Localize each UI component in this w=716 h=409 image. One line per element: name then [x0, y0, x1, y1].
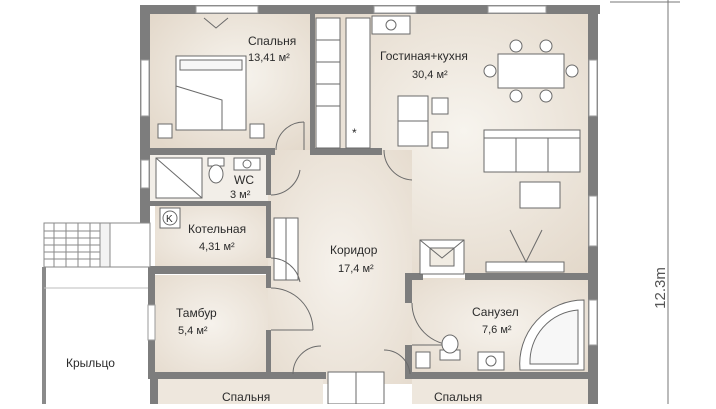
bar-stools — [431, 97, 449, 149]
floor-bedroom-bottom-left — [158, 378, 323, 404]
wall-bedroom-kitchen — [310, 14, 315, 150]
floor-bedroom-bottom-right — [412, 378, 588, 404]
wall-bottom-right — [405, 372, 598, 379]
fridge-icon — [397, 95, 429, 147]
boiler-symbol: K — [166, 214, 173, 225]
room-name-bathroom: Санузел — [472, 305, 519, 319]
windows — [140, 5, 598, 346]
wall-top — [140, 5, 600, 14]
wall-bathroom-top-b — [465, 273, 598, 280]
room-area-boiler: 4,31 м² — [199, 241, 235, 253]
kitchen-counter — [315, 15, 411, 149]
window-living — [487, 5, 547, 14]
room-name-wc: WC — [234, 173, 254, 187]
room-name-bedroom-bottom-left: Спальня — [222, 390, 270, 404]
window-bedroom-top — [195, 5, 259, 14]
wall-vestibule-right — [266, 274, 271, 288]
wall-vestibule-right-b — [266, 330, 271, 375]
shower-icon — [155, 157, 203, 199]
wall-bottom-mid-left — [150, 379, 158, 404]
wardrobe-bedroom — [203, 17, 229, 29]
room-name-vestibule: Тамбур — [176, 306, 217, 320]
vent-asterisk: * — [352, 126, 357, 140]
wall-boiler-bottom — [148, 266, 271, 274]
room-name-boiler: Котельная — [188, 222, 246, 236]
window-left-vestibule — [147, 304, 156, 341]
wall-bottom-left — [148, 372, 326, 379]
bed-icon — [157, 55, 265, 139]
window-right-living — [588, 59, 598, 117]
wall-kitchen-bottom — [310, 148, 382, 155]
window-left-bedroom — [140, 59, 150, 117]
room-area-bedroom-top: 13,41 м² — [248, 52, 290, 64]
window-right-living-b — [588, 195, 598, 247]
bathtub-icon — [519, 299, 585, 371]
wall-bedroom-bottom-a — [140, 148, 275, 155]
wall-wc-right — [266, 155, 271, 195]
wall-wc-bottom — [148, 201, 271, 206]
fireplace-icon — [419, 229, 565, 275]
wall-bathroom-left-b — [405, 345, 412, 378]
room-area-living-kitchen: 30,4 м² — [412, 69, 448, 81]
corridor-closet-bottom — [327, 371, 385, 405]
porch — [42, 222, 151, 404]
room-area-wc: 3 м² — [230, 189, 251, 201]
room-area-corridor: 17,4 м² — [338, 263, 374, 275]
window-left-boiler — [140, 159, 150, 189]
door-arc-bedroom — [275, 121, 305, 151]
wall-boiler-right — [266, 206, 271, 258]
room-name-bedroom-bottom-right: Спальня — [434, 390, 482, 404]
corridor-wardrobe — [273, 217, 299, 281]
floor-vestibule — [155, 275, 268, 373]
room-area-vestibule: 5,4 м² — [178, 325, 208, 337]
room-name-bedroom-top: Спальня — [248, 34, 296, 48]
room-labels: Спальня 13,41 м² Гостиная+кухня 30,4 м² … — [176, 34, 519, 404]
room-area-bathroom: 7,6 м² — [482, 324, 512, 336]
dimension-label: 12.3m — [652, 267, 669, 309]
wall-bathroom-left — [405, 273, 412, 303]
window-right-bath — [588, 299, 598, 346]
room-name-living-kitchen: Гостиная+кухня — [380, 49, 468, 63]
sofa-icon — [483, 129, 581, 209]
dining-table-icon — [483, 39, 579, 103]
porch-label: Крыльцо — [66, 356, 115, 370]
boiler-icon: K — [159, 207, 181, 229]
bathroom-toilet-icon — [415, 334, 505, 371]
room-name-corridor: Коридор — [330, 243, 378, 257]
toilet-icon — [207, 157, 261, 184]
window-kitchen — [373, 5, 417, 14]
wall-bathroom-top — [405, 273, 423, 280]
dimension-line: 12.3m — [610, 0, 680, 404]
